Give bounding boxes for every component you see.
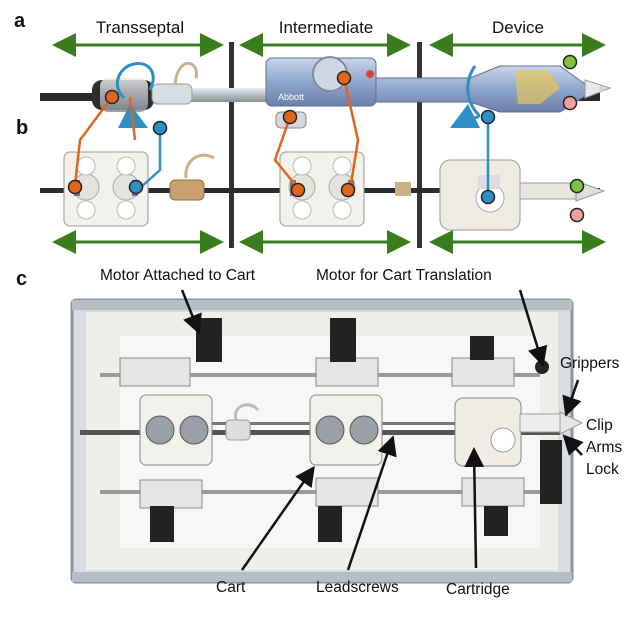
label-clip-line-1: Clip xyxy=(586,417,613,434)
section-dividers xyxy=(229,42,422,248)
section-title-transseptal: Transseptal xyxy=(95,18,185,37)
orange-mapping-lines xyxy=(73,77,360,191)
label-grippers: Grippers xyxy=(560,355,620,372)
abbott-brand: Abbott xyxy=(278,92,305,102)
section-title-device: Device xyxy=(492,18,544,37)
label-motor-for-cart-translation: Motor for Cart Translation xyxy=(316,267,492,284)
panel-letter-c: c xyxy=(16,268,28,290)
label-arms-line-2: Arms xyxy=(586,439,623,456)
section-title-intermediate: Intermediate xyxy=(278,18,374,37)
joint-markers xyxy=(67,54,585,223)
panel-letter-b: b xyxy=(16,117,29,139)
cartridges-row xyxy=(40,151,606,231)
robot-base xyxy=(70,298,584,584)
blue-mapping-lines xyxy=(139,117,490,190)
label-lock-line-3: Lock xyxy=(586,461,619,478)
pointer-arrows xyxy=(180,289,584,571)
panel-letter-a: a xyxy=(14,10,26,32)
label-motor-attached-to-cart: Motor Attached to Cart xyxy=(100,267,256,284)
label-cart: Cart xyxy=(216,579,246,596)
label-cartridge: Cartridge xyxy=(446,581,510,598)
label-leadscrews: Leadscrews xyxy=(316,579,399,596)
